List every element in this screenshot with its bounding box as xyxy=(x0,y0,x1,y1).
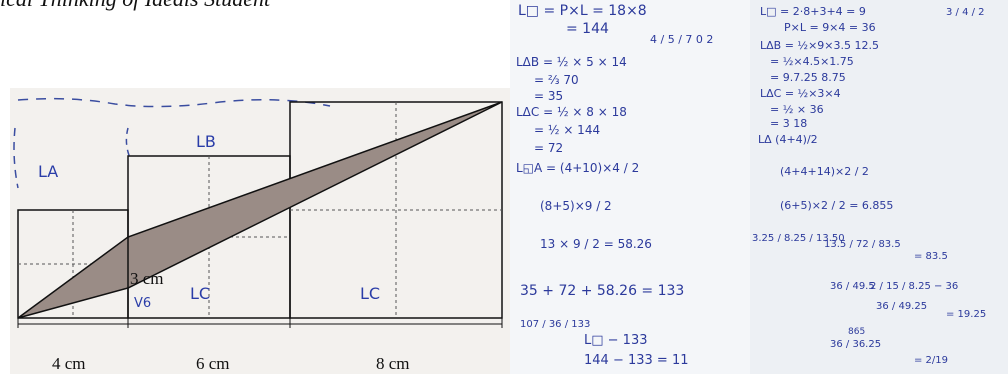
note-line: LΔC = ½ × 8 × 18 xyxy=(516,105,627,119)
note-line: = 144 xyxy=(566,21,609,37)
note-line: 2 / 15 / 8.25 − 36 xyxy=(870,281,959,292)
baseline-ticks xyxy=(17,318,503,328)
label-la: LA xyxy=(38,162,59,181)
note-line: 36 / 36.25 xyxy=(830,339,882,350)
note-line: 144 − 133 = 11 xyxy=(584,353,689,368)
note-line: 35 + 72 + 58.26 = 133 xyxy=(520,283,685,299)
note-line: = 9.7.25 8.75 xyxy=(770,71,846,84)
figure-panel: LA LB LC LC 3 cm V6 4 cm 6 cm 8 cm xyxy=(10,88,510,374)
bottom-label-4cm: 4 cm xyxy=(52,354,86,373)
note-line: 4 / 5 / 7 0 2 xyxy=(650,33,714,46)
note-line: 865 xyxy=(848,327,866,337)
note-line: = 2/19 xyxy=(914,355,949,366)
note-line: = ½×4.5×1.75 xyxy=(770,55,854,68)
note-line: (4+4+14)×2 / 2 xyxy=(780,165,869,178)
note-line: (8+5)×9 / 2 xyxy=(540,199,612,213)
figure-svg xyxy=(13,97,503,328)
note-line: L□ = P×L = 18×8 xyxy=(518,3,647,19)
note-line: LΔB = ½×9×3.5 12.5 xyxy=(760,39,879,52)
notes-panel-left: L□ = P×L = 18×8 = 144 4 / 5 / 7 0 2 LΔB … xyxy=(510,0,750,374)
note-line: L□ − 133 xyxy=(584,333,648,348)
bracket-mid xyxy=(125,127,131,159)
note-line: 36 / 49.25 xyxy=(876,301,928,312)
note-line: = ⅔ 70 xyxy=(534,73,579,87)
note-line: = 35 xyxy=(534,89,564,103)
label-lc-right: LC xyxy=(360,284,381,303)
note-line: LΔB = ½ × 5 × 14 xyxy=(516,55,627,69)
note-line: = 72 xyxy=(534,141,564,155)
note-line: 3 / 4 / 2 xyxy=(946,7,985,18)
note-line: 107 / 36 / 133 xyxy=(520,319,591,330)
bottom-label-6cm: 6 cm xyxy=(196,354,230,373)
note-line: 13 × 9 / 2 = 58.26 xyxy=(540,237,652,251)
caption-text: ical Thinking of Ideals Student xyxy=(0,0,270,12)
note-line: LΔ (4+4)/2 xyxy=(758,133,818,146)
bottom-label-8cm: 8 cm xyxy=(376,354,410,373)
note-line: L◱A = (4+10)×4 / 2 xyxy=(516,161,640,175)
note-line: LΔC = ½×3×4 xyxy=(760,87,841,100)
note-line: = ½ × 36 xyxy=(770,103,824,116)
notes-panel-right: L□ = 2·8+3+4 = 9 P×L = 9×4 = 36 LΔB = ½×… xyxy=(750,0,1008,374)
note-line: 3.25 / 8.25 / 13.50 xyxy=(752,233,845,244)
note-line: = ½ × 144 xyxy=(534,123,601,137)
note-line: = 3 18 xyxy=(770,117,808,130)
label-v6: V6 xyxy=(134,296,152,311)
note-line: L□ = 2·8+3+4 = 9 xyxy=(760,5,866,18)
label-3cm: 3 cm xyxy=(130,269,164,288)
shaded-region xyxy=(17,101,503,319)
note-line: = 83.5 xyxy=(914,251,948,262)
note-line: P×L = 9×4 = 36 xyxy=(784,21,876,34)
note-line: 36 / 49.5 xyxy=(830,281,875,292)
label-lb: LB xyxy=(196,132,216,151)
note-line: 13.5 / 72 / 83.5 xyxy=(824,239,901,250)
note-line: = 19.25 xyxy=(946,309,987,320)
bracket-curve xyxy=(17,97,331,108)
note-line: (6+5)×2 / 2 = 6.855 xyxy=(780,199,894,212)
label-lc-middle: LC xyxy=(190,284,211,303)
bracket-left xyxy=(13,127,19,189)
